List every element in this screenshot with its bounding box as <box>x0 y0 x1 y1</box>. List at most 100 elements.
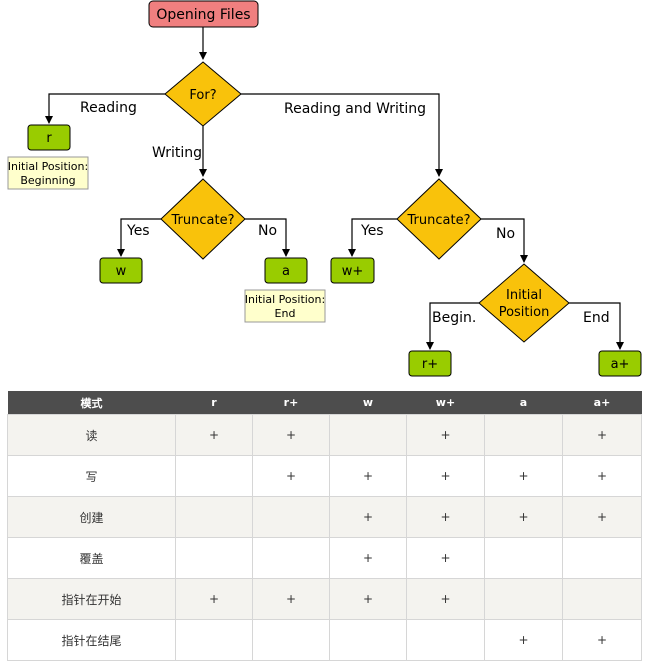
table-cell: + <box>175 414 253 456</box>
mode-node-wplus <box>330 257 375 284</box>
mode-node-r <box>27 124 71 151</box>
edge-label-writing: Writing <box>152 145 202 161</box>
edge-label-no-readwrite: No <box>496 226 515 242</box>
table-header-row: 模式 r r+ w w+ a a+ <box>7 391 642 415</box>
arrow-truncw-to-a <box>245 218 290 257</box>
decision-initial-position-line2: Position <box>499 305 550 320</box>
note-a-line1: Initial Position: <box>245 293 325 306</box>
table-cell: + <box>329 496 407 538</box>
table-cell <box>329 414 407 456</box>
mode-node-w-label: w <box>116 264 127 279</box>
table-cell: + <box>252 414 330 456</box>
row-label: 指针在结尾 <box>7 619 176 661</box>
table-cell: + <box>406 496 485 538</box>
mode-node-r-label: r <box>46 131 52 146</box>
file-mode-table: 模式 r r+ w w+ a a+ 读 + + + + 写 + + + + + <box>7 391 642 661</box>
header-cell: w+ <box>406 391 485 415</box>
start-node <box>148 0 259 28</box>
table-cell: + <box>329 578 407 620</box>
start-node-label: Opening Files <box>156 7 250 23</box>
table-cell <box>175 455 253 497</box>
mode-node-w <box>99 257 143 284</box>
table-cell: + <box>252 455 330 497</box>
header-cell: a <box>484 391 563 415</box>
note-r-line1: Initial Position: <box>8 160 88 173</box>
table-cell: + <box>562 414 642 456</box>
table-cell: + <box>406 414 485 456</box>
mode-node-a-label: a <box>282 264 290 279</box>
table-cell: + <box>484 496 563 538</box>
table-cell <box>175 619 253 661</box>
table-cell <box>329 619 407 661</box>
note-r <box>7 156 89 190</box>
table-cell: + <box>406 455 485 497</box>
decision-for <box>164 61 242 127</box>
mode-node-rplus <box>408 350 452 377</box>
table-row: 读 + + + + <box>7 414 642 456</box>
row-label: 覆盖 <box>7 537 176 579</box>
table-row: 指针在结尾 + + <box>7 619 642 661</box>
connectors <box>45 27 624 350</box>
header-cell: r+ <box>252 391 330 415</box>
edge-label-reading: Reading <box>80 100 137 116</box>
edge-label-end: End <box>583 310 610 326</box>
decision-truncate-readwrite-label: Truncate? <box>407 213 471 228</box>
table-cell: + <box>562 455 642 497</box>
table-cell <box>175 496 253 538</box>
table-cell: + <box>562 496 642 538</box>
arrow-initial-to-rplus <box>426 302 479 350</box>
table-cell <box>406 619 485 661</box>
edge-label-reading-writing: Reading and Writing <box>284 101 426 117</box>
table-cell: + <box>562 619 642 661</box>
mode-node-rplus-label: r+ <box>422 357 438 372</box>
table-cell <box>562 578 642 620</box>
table-row: 覆盖 + + <box>7 537 642 579</box>
note-a-line2: End <box>275 307 296 320</box>
decision-truncate-writing <box>160 178 246 260</box>
mode-node-aplus-label: a+ <box>611 357 630 372</box>
table-cell: + <box>484 619 563 661</box>
edge-label-no-writing: No <box>258 223 277 239</box>
table-cell <box>484 537 563 579</box>
decision-for-label: For? <box>189 88 216 103</box>
table-cell: + <box>484 455 563 497</box>
row-label: 读 <box>7 414 176 456</box>
table-cell <box>252 496 330 538</box>
note-a <box>244 289 326 323</box>
edge-label-yes-writing: Yes <box>126 223 150 239</box>
arrow-truncrw-to-initial <box>481 218 528 263</box>
header-cell: r <box>175 391 253 415</box>
table-cell: + <box>406 537 485 579</box>
edge-label-begin: Begin. <box>432 310 476 326</box>
table-cell <box>484 414 563 456</box>
table-cell: + <box>175 578 253 620</box>
decision-initial-position <box>478 263 570 343</box>
table-row: 创建 + + + + <box>7 496 642 538</box>
mode-node-wplus-label: w+ <box>342 264 364 279</box>
mode-node-aplus <box>598 350 642 377</box>
decision-initial-position-line1: Initial <box>506 288 542 303</box>
table-cell: + <box>406 578 485 620</box>
table-cell <box>562 537 642 579</box>
header-cell: w <box>329 391 407 415</box>
row-label: 指针在开始 <box>7 578 176 620</box>
note-r-line2: Beginning <box>20 174 75 187</box>
row-label: 写 <box>7 455 176 497</box>
table-cell <box>484 578 563 620</box>
flowchart: Opening Files For? Reading Writing Readi… <box>7 0 642 377</box>
decision-truncate-writing-label: Truncate? <box>171 213 235 228</box>
table-cell <box>175 537 253 579</box>
arrow-truncrw-to-wplus <box>348 218 397 257</box>
table-cell <box>252 619 330 661</box>
arrow-for-to-r <box>45 93 165 124</box>
arrow-for-to-truncate-rw <box>241 93 443 177</box>
arrow-truncw-to-w <box>117 218 161 257</box>
header-cell: 模式 <box>7 391 176 415</box>
table-row: 指针在开始 + + + + <box>7 578 642 620</box>
table-cell: + <box>329 537 407 579</box>
mode-node-a <box>264 257 308 284</box>
header-cell: a+ <box>562 391 642 415</box>
table-cell: + <box>252 578 330 620</box>
table-row: 写 + + + + + <box>7 455 642 497</box>
edge-label-yes-readwrite: Yes <box>360 223 384 239</box>
